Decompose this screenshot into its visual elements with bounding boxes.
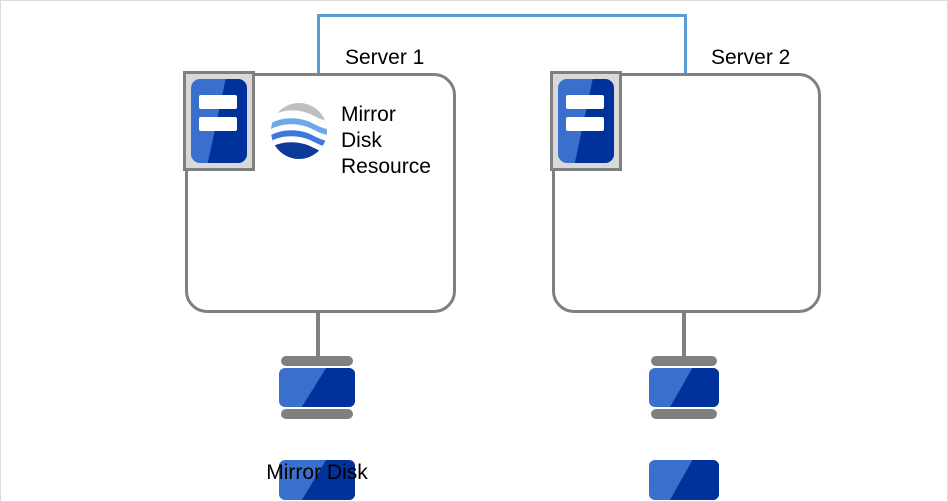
server-icon-bar-bottom — [566, 116, 605, 132]
mirror-disk-icon — [649, 356, 719, 500]
disk-segment-lower — [279, 460, 355, 500]
disk-segment-shading — [670, 460, 719, 500]
server-icon — [183, 71, 255, 171]
server1-disk-stem — [316, 313, 320, 358]
server1-label: Server 1 — [345, 46, 425, 69]
interconnect-left-drop — [317, 14, 320, 75]
interconnect-horizontal-line — [317, 14, 687, 17]
disk-segment-shading — [670, 368, 719, 407]
mirror-disk-resource-caption: Mirror Disk Resource — [341, 103, 431, 178]
server-icon-bar-top — [199, 94, 238, 110]
disk-segment-upper — [649, 368, 719, 407]
server-icon-bar-top — [566, 94, 605, 110]
disk-cap-middle — [281, 409, 353, 419]
mirror-disk-resource-icon — [270, 102, 328, 160]
interconnect-right-drop — [684, 14, 687, 75]
mirror-disk-label: Mirror Disk — [266, 461, 368, 484]
server2-disk-stem — [682, 313, 686, 358]
server-icon — [550, 71, 622, 171]
server-icon-bar-bottom — [199, 116, 238, 132]
disk-cap-top — [281, 356, 353, 366]
disk-segment-upper — [279, 368, 355, 407]
disk-cap-top — [651, 356, 717, 366]
server-icon-body — [558, 79, 614, 163]
server2-label: Server 2 — [711, 46, 791, 69]
mirror-disk-icon — [279, 356, 355, 500]
disk-segment-lower — [649, 460, 719, 500]
server-icon-body — [191, 79, 247, 163]
disk-segment-shading — [301, 368, 355, 407]
disk-cap-middle — [651, 409, 717, 419]
